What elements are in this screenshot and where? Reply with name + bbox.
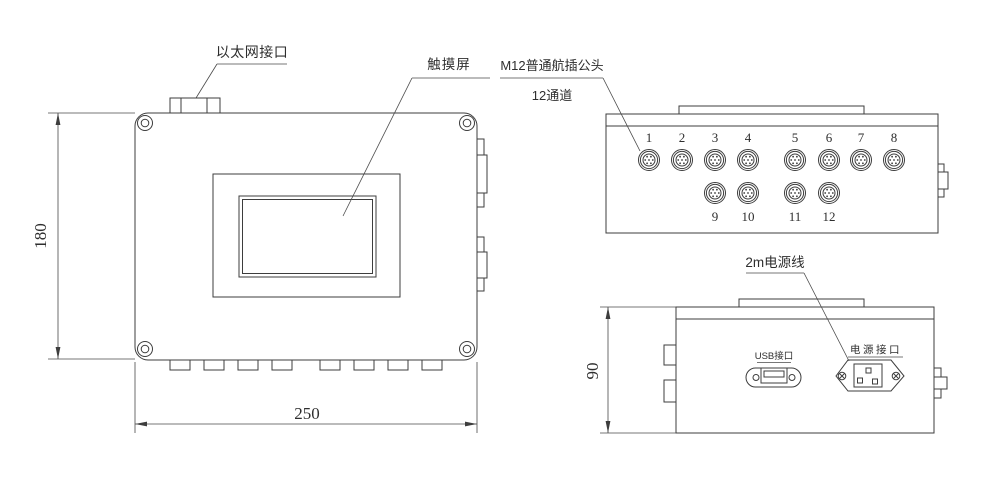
touchscreen	[238, 195, 377, 278]
touchscreen-label-group: 触摸屏	[342, 57, 490, 217]
ethernet-label-group: 以太网接口	[195, 44, 289, 99]
m12-connector-numbers: 1 2 3 4 5 6 7 8 9 10 11 12	[646, 130, 898, 224]
m12-connectors-row2	[704, 182, 840, 204]
screen-bezel	[212, 173, 401, 298]
dimension-height-180: 180	[31, 112, 135, 360]
corner-screws	[137, 115, 475, 357]
m12-connector	[850, 149, 872, 171]
power-port-label: 电源接口	[850, 343, 902, 356]
ch-3: 3	[712, 130, 719, 145]
usb-label: USB接口	[755, 350, 794, 362]
m12-label-group: M12普通航插公头 12通道	[500, 58, 641, 152]
top-enclosure-outline	[605, 113, 939, 234]
m12-label: M12普通航插公头	[500, 58, 603, 73]
m12-connector	[784, 182, 806, 204]
ch-8: 8	[891, 130, 898, 145]
m12-connector	[638, 149, 660, 171]
m12-connector	[704, 182, 726, 204]
ch-12: 12	[823, 209, 836, 224]
m12-connector	[737, 149, 759, 171]
usb-port	[745, 367, 802, 388]
top-right-block	[937, 163, 949, 198]
ethernet-connector-tab	[169, 97, 221, 114]
touchscreen-label: 触摸屏	[427, 57, 471, 72]
m12-connectors-row1	[638, 149, 905, 171]
power-cable-label-group: 2m电源线	[745, 255, 850, 362]
ch-11: 11	[789, 209, 802, 224]
bottom-tabs	[169, 359, 443, 371]
m12-connector	[704, 149, 726, 171]
front-enclosure-outline	[134, 112, 478, 361]
m12-connector	[737, 182, 759, 204]
side-view-tab	[738, 298, 865, 308]
ch-1: 1	[646, 130, 653, 145]
dimension-width-250: 250	[134, 362, 478, 433]
dim-90-text: 90	[583, 363, 602, 380]
power-cable-label: 2m电源线	[745, 255, 804, 270]
channels-label: 12通道	[532, 88, 572, 103]
ethernet-label: 以太网接口	[216, 44, 289, 60]
m12-connector	[818, 182, 840, 204]
m12-connector	[883, 149, 905, 171]
m12-connector	[671, 149, 693, 171]
ch-10: 10	[742, 209, 755, 224]
top-view-tab	[678, 105, 865, 115]
side-view: USB接口 电源接口 2m电源线	[583, 255, 948, 434]
ch-7: 7	[858, 130, 865, 145]
ch-5: 5	[792, 130, 799, 145]
dimension-height-90: 90	[583, 306, 676, 434]
side-left-blocks	[663, 344, 677, 403]
side-right-block	[933, 367, 948, 399]
m12-connector	[784, 149, 806, 171]
dim-250-text: 250	[294, 404, 320, 423]
ch-9: 9	[712, 209, 719, 224]
front-view: 180 250 以太网接口 触摸屏	[31, 44, 490, 433]
top-view: 1 2 3 4 5 6 7 8 9 10 11 12 M12普通航插公头 12通…	[500, 58, 949, 234]
right-side-blocks	[476, 138, 488, 292]
m12-connector	[818, 149, 840, 171]
ch-2: 2	[679, 130, 686, 145]
dim-180-text: 180	[31, 223, 50, 249]
side-enclosure-outline	[675, 306, 935, 434]
ch-6: 6	[826, 130, 833, 145]
ch-4: 4	[745, 130, 752, 145]
power-inlet	[835, 359, 905, 392]
